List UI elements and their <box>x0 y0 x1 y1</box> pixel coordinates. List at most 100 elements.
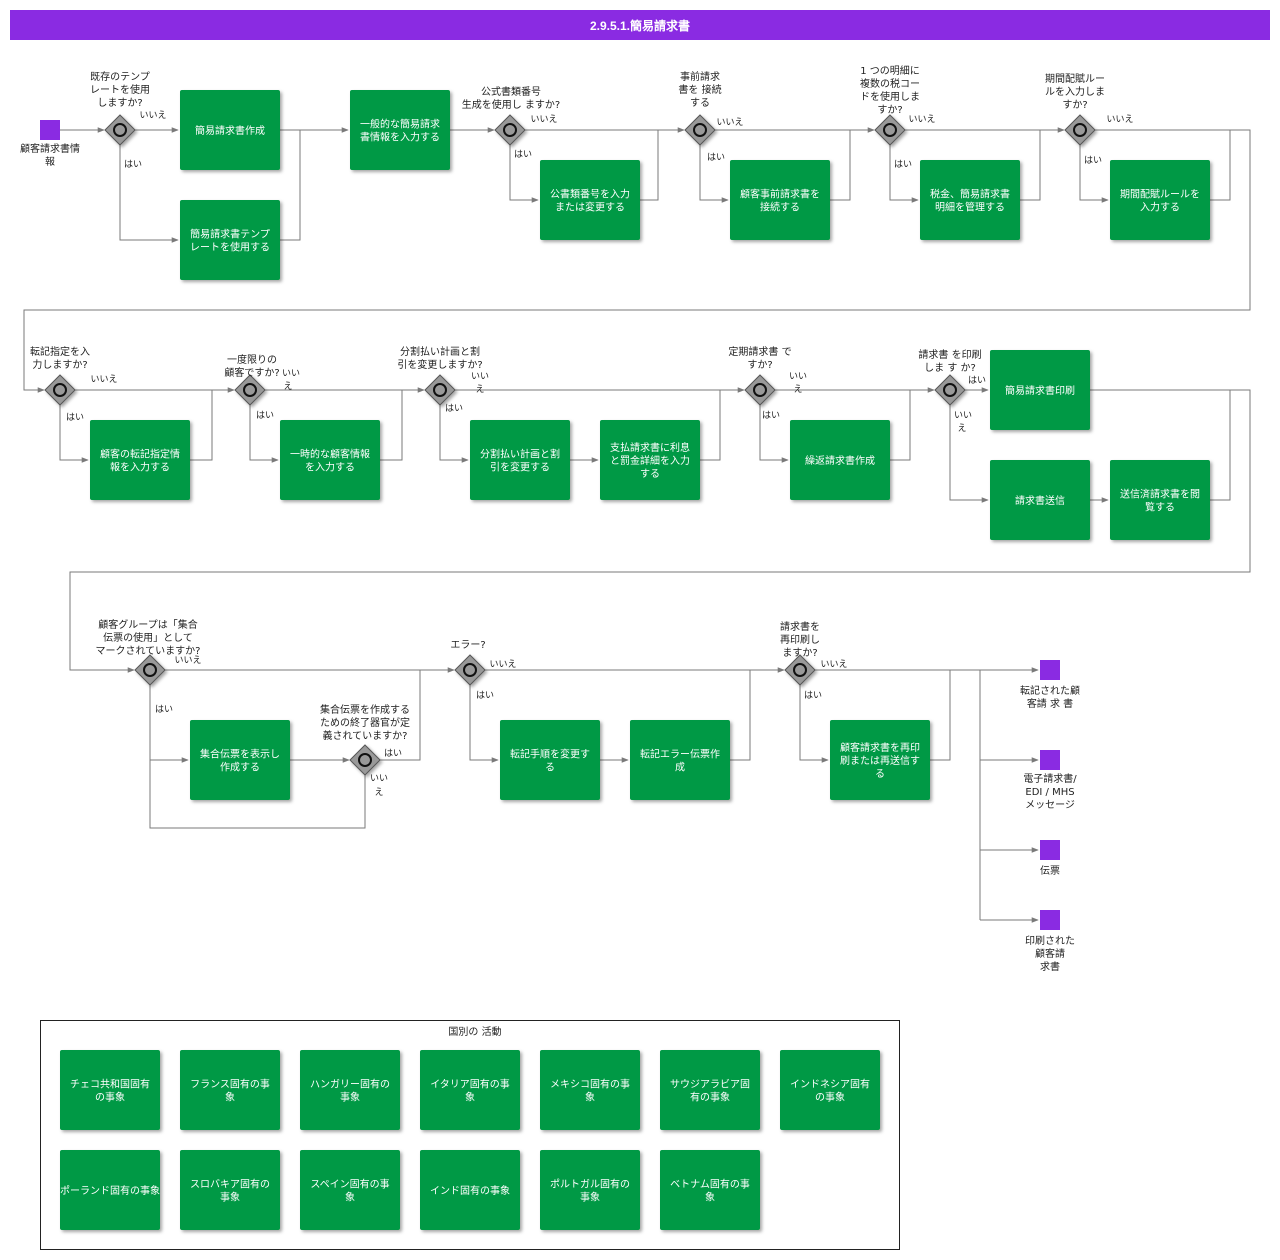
yes-label: はい <box>155 704 173 715</box>
event-start[interactable] <box>40 120 60 140</box>
event-label-end4: 印刷された顧客請求書 <box>1025 935 1075 973</box>
activity-a19[interactable] <box>830 720 930 800</box>
activity-label-a11: 支払請求書に利息と罰金詳細を入力する <box>610 441 690 480</box>
diagram-title: 2.9.5.1.簡易請求書 <box>10 10 1270 40</box>
yes-label: はい <box>384 748 402 759</box>
no-label-part: いい <box>954 411 972 421</box>
activity-a1[interactable] <box>180 90 280 170</box>
sequence-flow <box>380 670 421 761</box>
yes-label: はい <box>476 690 494 701</box>
activity-a16[interactable] <box>190 720 290 800</box>
activity-a14[interactable] <box>990 460 1090 540</box>
activity-a4[interactable] <box>540 160 640 240</box>
country-activity-7[interactable] <box>60 1150 160 1230</box>
event-label-end3: 伝票 <box>1040 865 1060 877</box>
no-label-part: え <box>475 384 484 395</box>
activity-a9[interactable] <box>280 420 380 500</box>
gateway-marker-g9 <box>753 383 767 397</box>
gateway-question-g14: 請求書を再印刷しますか? <box>780 620 820 659</box>
sequence-flow <box>1210 390 1231 501</box>
gateway-g5[interactable] <box>1064 114 1096 146</box>
country-activity-4[interactable] <box>540 1050 640 1130</box>
event-end1[interactable] <box>1040 660 1060 680</box>
country-activity-8[interactable] <box>180 1150 280 1230</box>
activity-a7[interactable] <box>1110 160 1210 240</box>
gateway-g2[interactable] <box>494 114 526 146</box>
sequence-flow <box>380 390 403 461</box>
country-activity-5[interactable] <box>660 1050 760 1130</box>
activity-label-a16: 集合伝票を表示し作成する <box>200 748 280 774</box>
no-label-part: いい <box>370 774 388 784</box>
gateway-question-g10: 請求書 を印刷しま す か? <box>918 348 981 374</box>
country-activity-label-5: サウジアラビア固有の事象 <box>670 1079 750 1104</box>
sequence-flow <box>890 390 911 461</box>
activity-a18[interactable] <box>630 720 730 800</box>
no-label-part: え <box>957 423 966 434</box>
activity-a15[interactable] <box>1110 460 1210 540</box>
country-activity-10[interactable] <box>420 1150 520 1230</box>
gateway-question-g7: 一度限りの顧客ですか? <box>224 353 279 379</box>
gateway-g3[interactable] <box>684 114 716 146</box>
gateway-marker-g2 <box>503 123 517 137</box>
no-label: いいえ <box>530 114 557 125</box>
yes-label: はい <box>445 403 463 414</box>
activity-label-a1: 簡易請求書作成 <box>195 124 265 137</box>
gateway-g4[interactable] <box>874 114 906 146</box>
sequence-flow <box>509 145 539 203</box>
country-activity-1[interactable] <box>180 1050 280 1130</box>
sequence-flow <box>469 685 499 763</box>
activity-a5[interactable] <box>730 160 830 240</box>
gateway-question-g8: 分割払い計画と割引を変更しますか? <box>397 345 482 371</box>
yes-label: はい <box>762 410 780 421</box>
activity-a2[interactable] <box>180 200 280 280</box>
gateway-g13[interactable] <box>454 654 486 686</box>
country-activity-12[interactable] <box>660 1150 760 1230</box>
event-end2[interactable] <box>1040 750 1060 770</box>
country-activity-9[interactable] <box>300 1150 400 1230</box>
activity-label-a3: 一般的な簡易請求書情報を入力する <box>360 118 440 144</box>
activity-a8[interactable] <box>90 420 190 500</box>
country-activity-2[interactable] <box>300 1050 400 1130</box>
country-activities-frame <box>40 1020 900 1250</box>
country-activity-label-2: ハンガリー固有の事象 <box>310 1078 390 1104</box>
activity-a3[interactable] <box>350 90 450 170</box>
no-label: いいえ <box>1106 114 1133 125</box>
activity-a6[interactable] <box>920 160 1020 240</box>
event-label-start: 顧客請求書情報 <box>20 142 80 168</box>
event-end4[interactable] <box>1040 910 1060 930</box>
gateway-g9[interactable] <box>744 374 776 406</box>
gateway-g14[interactable] <box>784 654 816 686</box>
activity-a10[interactable] <box>470 420 570 500</box>
activity-a12[interactable] <box>790 420 890 500</box>
activity-a17[interactable] <box>500 720 600 800</box>
gateway-marker-g6 <box>53 383 67 397</box>
sequence-flow <box>830 130 851 201</box>
no-label: いいえ <box>908 114 935 125</box>
gateway-g7[interactable] <box>234 374 266 406</box>
country-activity-3[interactable] <box>420 1050 520 1130</box>
gateway-g11[interactable] <box>134 654 166 686</box>
country-activity-label-0: チェコ共和国固有の事象 <box>70 1078 150 1104</box>
sequence-flow <box>119 145 179 243</box>
gateway-g1[interactable] <box>104 114 136 146</box>
sequence-flow <box>439 405 469 463</box>
gateway-g6[interactable] <box>44 374 76 406</box>
country-activity-6[interactable] <box>780 1050 880 1130</box>
gateway-question-g3: 事前請求書を 接続する <box>678 70 721 109</box>
gateway-question-g2: 公式書類番号生成を使用し ますか? <box>462 85 561 111</box>
gateway-marker-g5 <box>1073 123 1087 137</box>
yes-label: はい <box>514 149 532 160</box>
activity-a11[interactable] <box>600 420 700 500</box>
country-activity-0[interactable] <box>60 1050 160 1130</box>
country-activity-11[interactable] <box>540 1150 640 1230</box>
gateway-marker-g3 <box>693 123 707 137</box>
gateway-question-g12: 集合伝票を作成するための終了器官が定義されていますか? <box>320 703 410 742</box>
no-label-part: いい <box>789 372 807 382</box>
gateway-g12[interactable] <box>349 744 381 776</box>
gateway-g10[interactable] <box>934 374 966 406</box>
event-end3[interactable] <box>1040 840 1060 860</box>
gateway-g8[interactable] <box>424 374 456 406</box>
sequence-flow <box>640 130 659 201</box>
activity-label-a10: 分割払い計画と割引を変更する <box>480 448 560 474</box>
activity-a13[interactable] <box>990 350 1090 430</box>
